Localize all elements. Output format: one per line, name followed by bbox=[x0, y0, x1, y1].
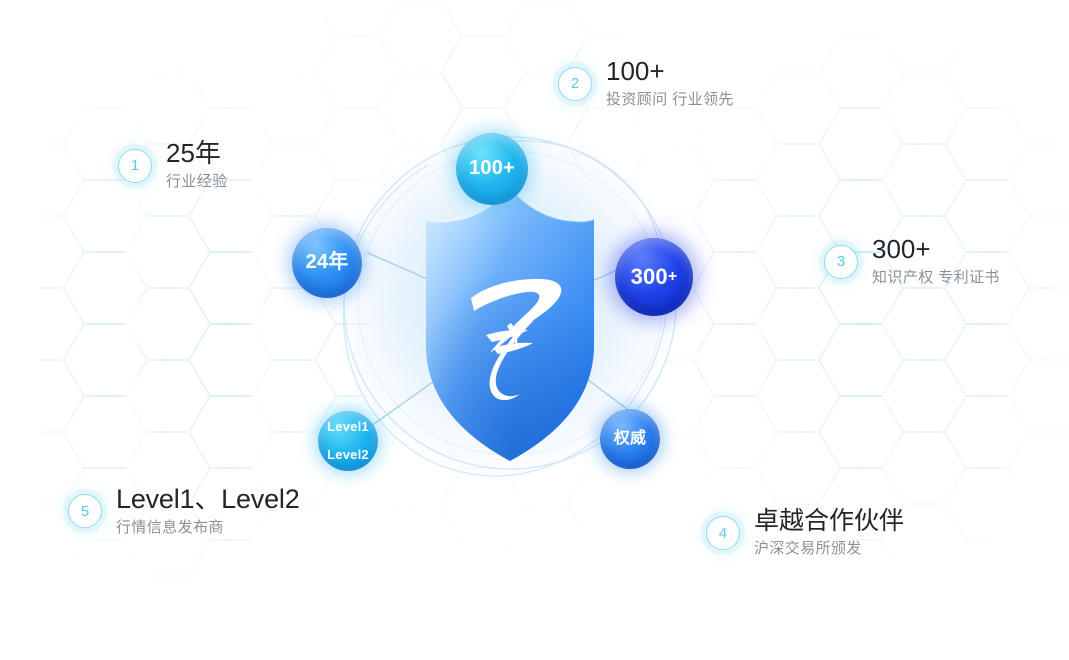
callout-1-title: 25年 bbox=[166, 138, 221, 168]
bubble-300plus-label: 300 bbox=[630, 264, 668, 290]
callout-4-subtitle: 沪深交易所颁发 bbox=[754, 539, 862, 557]
callout-2-text: 100+ 投资顾问 行业领先 bbox=[606, 56, 734, 111]
callout-4-text: 卓越合作伙伴 沪深交易所颁发 bbox=[754, 506, 904, 560]
callout-4-title: 卓越合作伙伴 bbox=[754, 507, 905, 535]
callout-5-text: Level1、Level2 行情信息发布商 bbox=[116, 483, 300, 539]
callout-2-subtitle: 投资顾问 行业领先 bbox=[606, 90, 734, 108]
bubble-level1-label: Level1 bbox=[327, 419, 369, 435]
bubble-100plus-label: 100+ bbox=[469, 157, 515, 180]
callout-2-title: 100+ bbox=[606, 56, 665, 86]
callout-3-text: 300+ 知识产权 专利证书 bbox=[872, 234, 1000, 289]
bubble-24years[interactable]: 24年 bbox=[292, 228, 362, 298]
callout-2-number-badge: 2 bbox=[558, 66, 592, 101]
callout-1[interactable]: 1 25年 行业经验 bbox=[118, 138, 228, 193]
callout-4[interactable]: 4 卓越合作伙伴 沪深交易所颁发 bbox=[706, 506, 904, 560]
callout-3-number-badge: 3 bbox=[824, 244, 858, 279]
callout-1-number-badge: 1 bbox=[118, 148, 152, 183]
blob-contour bbox=[342, 140, 668, 477]
callout-2[interactable]: 2 100+ 投资顾问 行业领先 bbox=[558, 56, 734, 111]
bubble-level2-label: Level2 bbox=[327, 446, 369, 462]
callout-5[interactable]: 5 Level1、Level2 行情信息发布商 bbox=[68, 483, 300, 539]
bubble-100plus[interactable]: 100+ bbox=[456, 133, 528, 205]
callout-1-text: 25年 行业经验 bbox=[166, 138, 228, 193]
bubble-300plus-suffix: + bbox=[667, 267, 678, 285]
shield-composition bbox=[280, 95, 740, 515]
callout-3[interactable]: 3 300+ 知识产权 专利证书 bbox=[824, 234, 1000, 289]
bubble-300plus[interactable]: 300+ bbox=[615, 238, 693, 316]
bubble-authority[interactable]: 权威 bbox=[600, 409, 660, 469]
callout-3-title: 300+ bbox=[872, 234, 931, 264]
callout-5-number-badge: 5 bbox=[68, 494, 102, 529]
callout-3-subtitle: 知识产权 专利证书 bbox=[872, 268, 1000, 286]
callout-4-number-badge: 4 bbox=[706, 516, 740, 550]
callout-5-subtitle: 行情信息发布商 bbox=[116, 518, 224, 536]
bubble-24years-label: 24年 bbox=[305, 251, 349, 274]
bubble-authority-label: 权威 bbox=[613, 429, 647, 447]
brand-logo-mark bbox=[471, 278, 562, 401]
callout-5-title: Level1、Level2 bbox=[116, 484, 300, 514]
callout-1-subtitle: 行业经验 bbox=[166, 172, 228, 190]
